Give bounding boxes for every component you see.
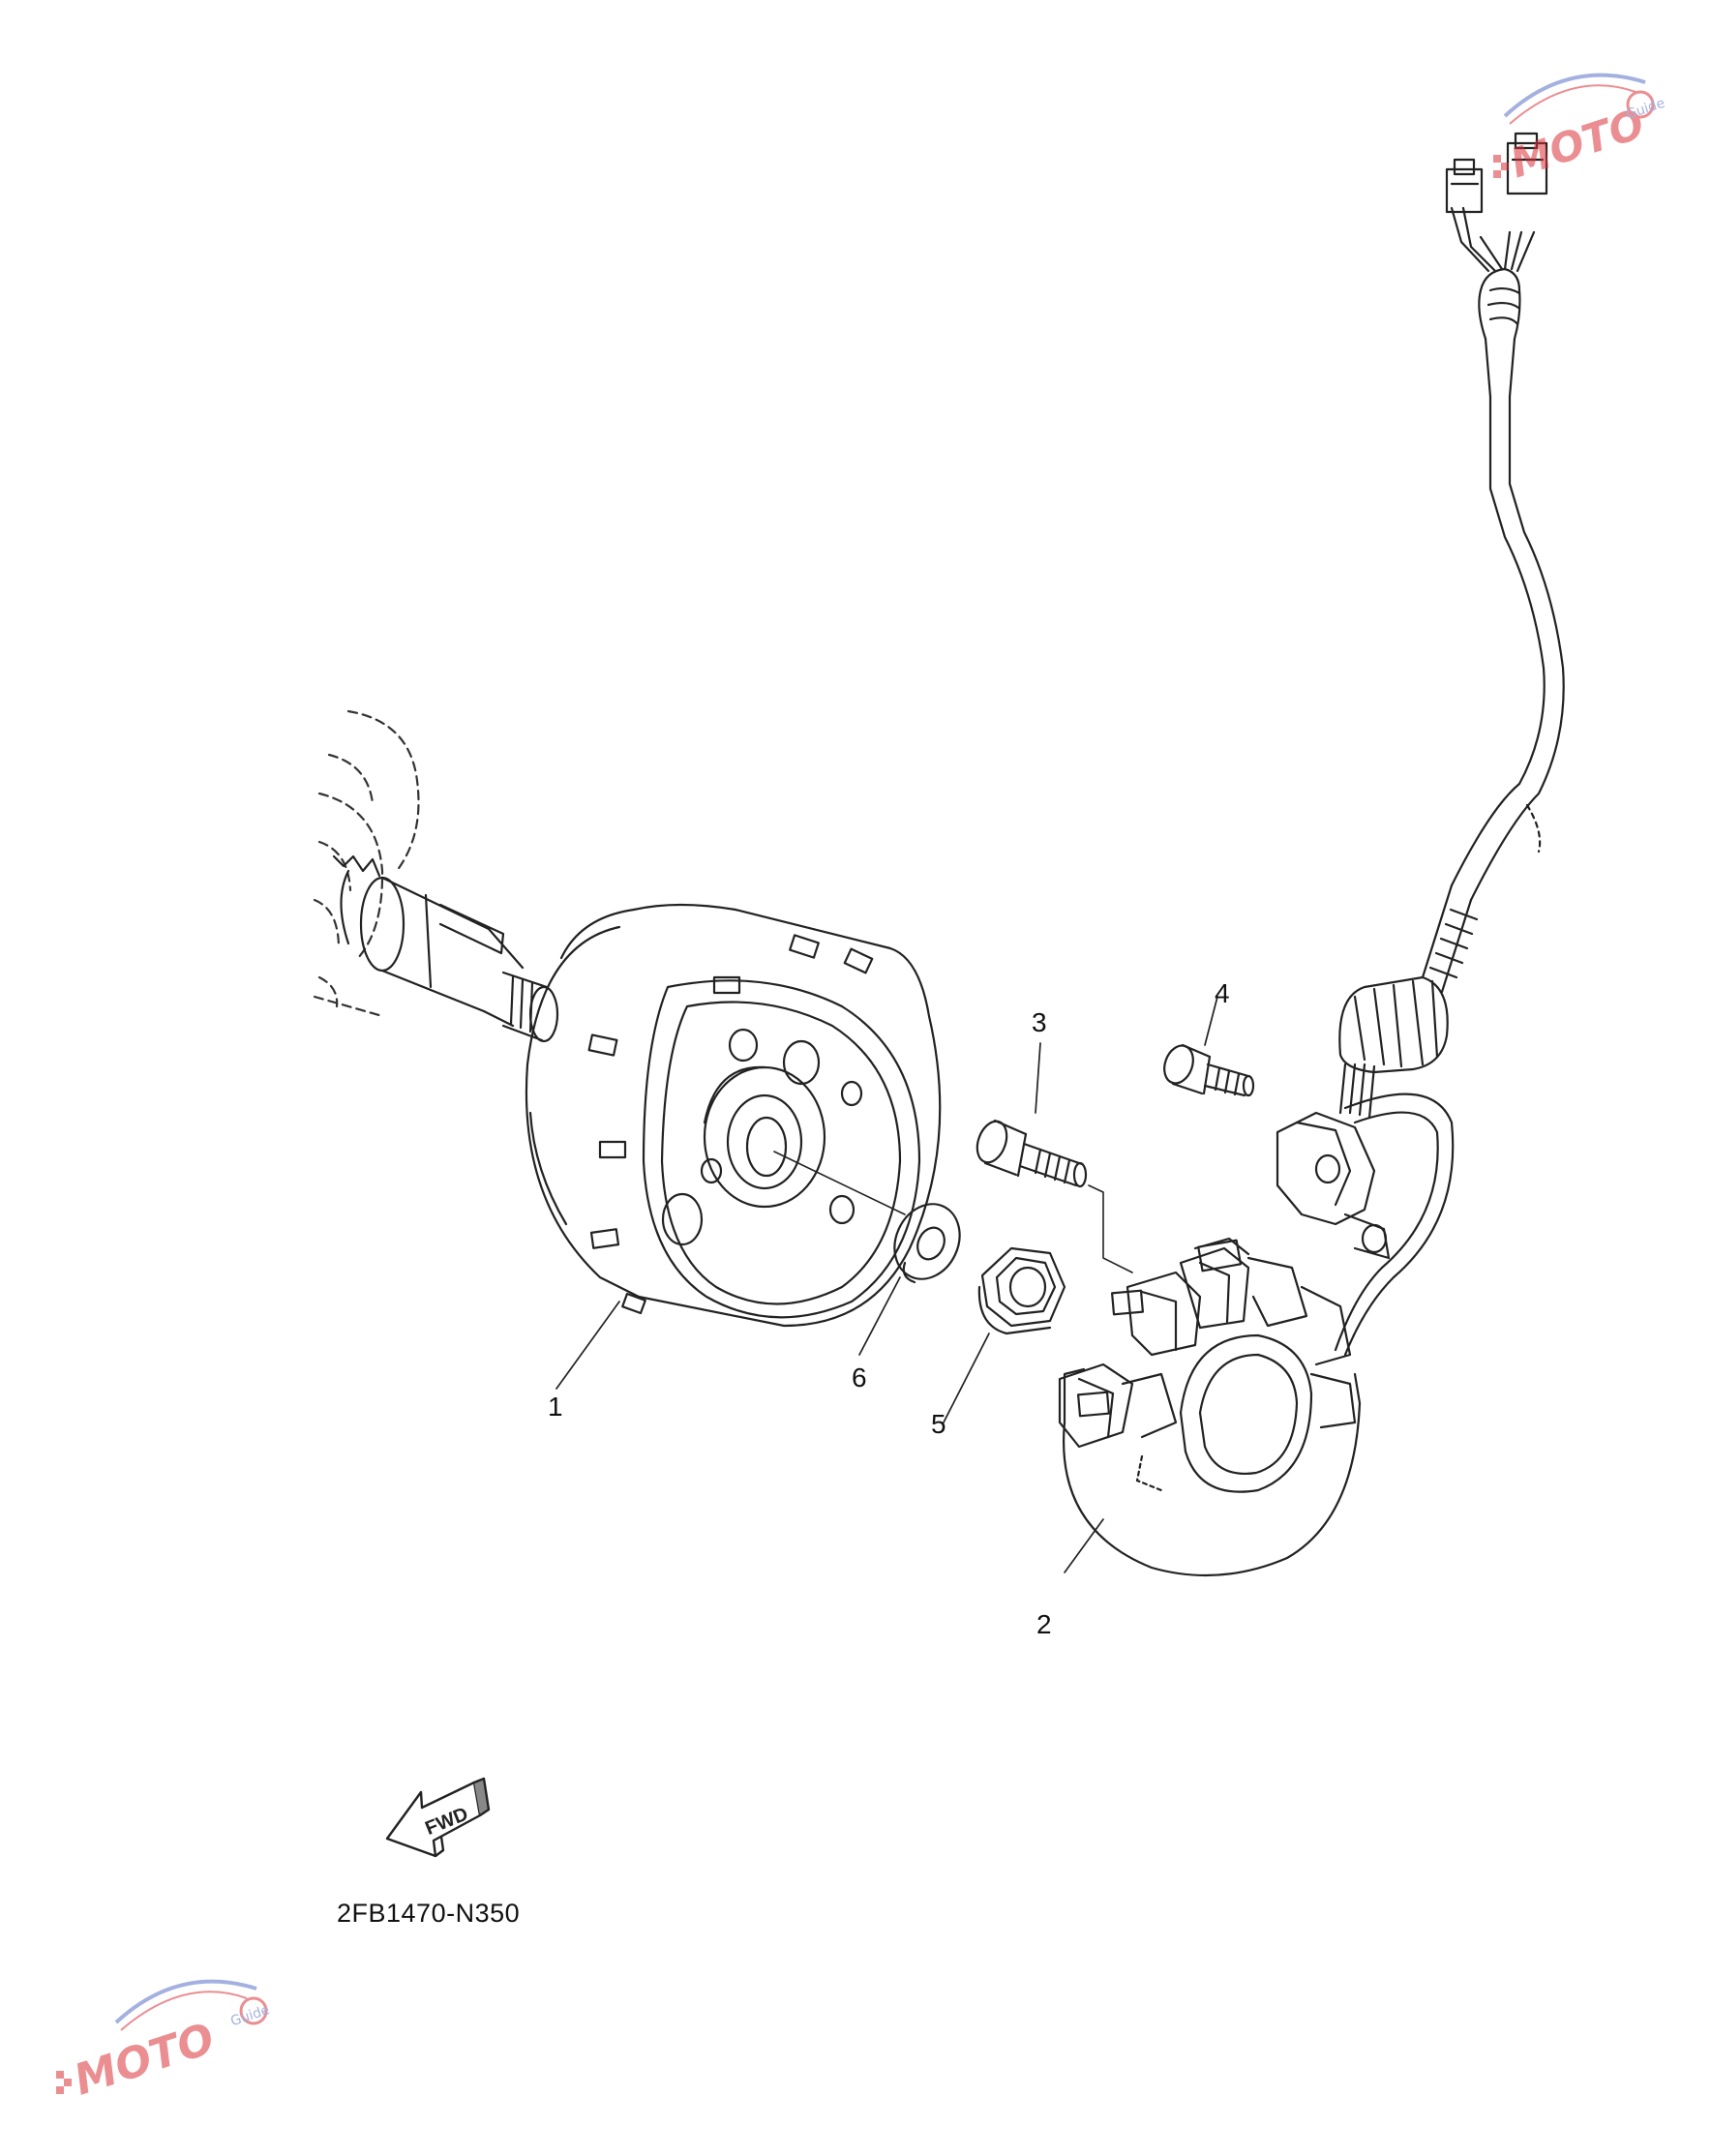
callout-5: 5 <box>931 1409 946 1439</box>
crankshaft-shaft <box>332 854 559 1043</box>
fwd-arrow-icon: FWD <box>385 1777 491 1858</box>
callout-leaders <box>555 996 1218 1573</box>
callout-4: 4 <box>1215 978 1230 1008</box>
watermark-brand-bottom: MOTO <box>69 2014 221 2105</box>
crankshaft-outline <box>313 709 420 1018</box>
callout-6: 6 <box>852 1362 867 1392</box>
drawing-code: 2FB1470-N350 <box>337 1899 521 1928</box>
rotor-flywheel <box>525 903 942 1328</box>
callout-2: 2 <box>1036 1609 1052 1639</box>
stator-bolt <box>976 1119 1088 1188</box>
watermark-logo-bottom: MOTO Guide <box>56 1979 271 2106</box>
washer <box>893 1203 961 1284</box>
stator-assembly <box>1058 1237 1362 1577</box>
bolt-leader-line <box>1088 1184 1133 1273</box>
assembly-axis-line <box>773 1151 906 1215</box>
pickup-screw <box>1163 1043 1255 1097</box>
wire-harness <box>1276 132 1565 1357</box>
watermark-sub-bottom: Guide <box>228 2002 271 2029</box>
callout-1: 1 <box>548 1392 563 1422</box>
watermark-sub-top: Guide <box>1624 96 1666 123</box>
flange-nut <box>977 1246 1066 1335</box>
watermark-logo-top: MOTO Guide <box>1493 73 1666 187</box>
callout-3: 3 <box>1032 1007 1047 1037</box>
